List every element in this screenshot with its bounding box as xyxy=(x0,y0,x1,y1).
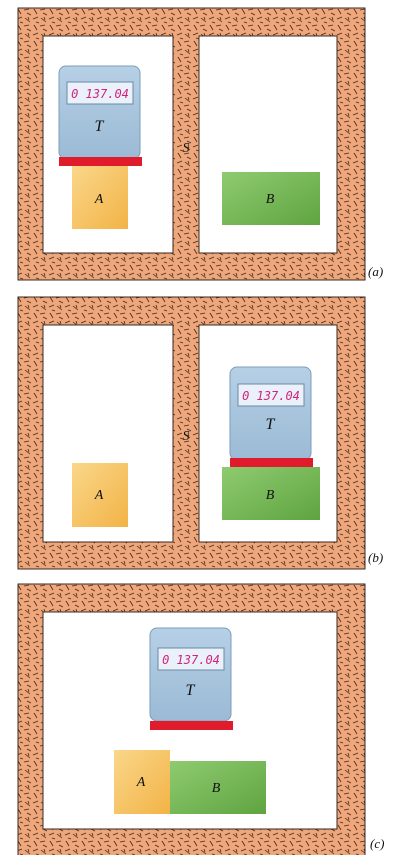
thermometer-display xyxy=(66,81,134,105)
thermometer-body xyxy=(149,627,232,722)
thermometer: 0 137.04 T xyxy=(229,366,313,467)
block-b xyxy=(222,172,320,225)
block-a-label: A xyxy=(136,775,146,790)
block-b-label: B xyxy=(266,192,275,207)
thermometer: 0 137.04 T xyxy=(149,627,233,730)
thermometer-body xyxy=(229,366,312,461)
block-a-label: A xyxy=(94,192,104,207)
panel-a: S 0 137.04 T A B (a) xyxy=(17,7,383,281)
block-a xyxy=(72,166,128,229)
panel-caption: (c) xyxy=(370,836,384,851)
thermometer-display xyxy=(237,383,305,407)
thermometer-label: T xyxy=(186,682,196,699)
panel-b: S A 0 137.04 T B (b) xyxy=(17,296,383,570)
wall-label: S xyxy=(183,141,190,156)
thermometer-reading: 0 137.04 xyxy=(242,389,300,403)
block-b-label: B xyxy=(212,781,221,796)
thermometer-reading: 0 137.04 xyxy=(162,653,220,667)
thermometer-reading: 0 137.04 xyxy=(71,87,129,101)
block-b-label: B xyxy=(266,488,275,503)
thermometer: 0 137.04 T xyxy=(58,65,142,166)
thermometer-base xyxy=(230,458,313,467)
wall-label: S xyxy=(183,429,190,444)
thermometer-label: T xyxy=(266,416,276,433)
block-a-label: A xyxy=(94,488,104,503)
block-b xyxy=(170,761,266,814)
block-a xyxy=(114,750,170,814)
panel-caption: (b) xyxy=(368,550,383,565)
thermometer-label: T xyxy=(95,118,105,135)
thermometer-base xyxy=(150,721,233,730)
block-b xyxy=(222,467,320,520)
thermometer-body xyxy=(58,65,141,160)
panel-caption: (a) xyxy=(368,264,383,279)
thermometer-base xyxy=(59,157,142,166)
thermometer-display xyxy=(157,647,225,671)
panel-c: 0 137.04 T A B (c) xyxy=(17,583,384,855)
block-a xyxy=(72,463,128,527)
